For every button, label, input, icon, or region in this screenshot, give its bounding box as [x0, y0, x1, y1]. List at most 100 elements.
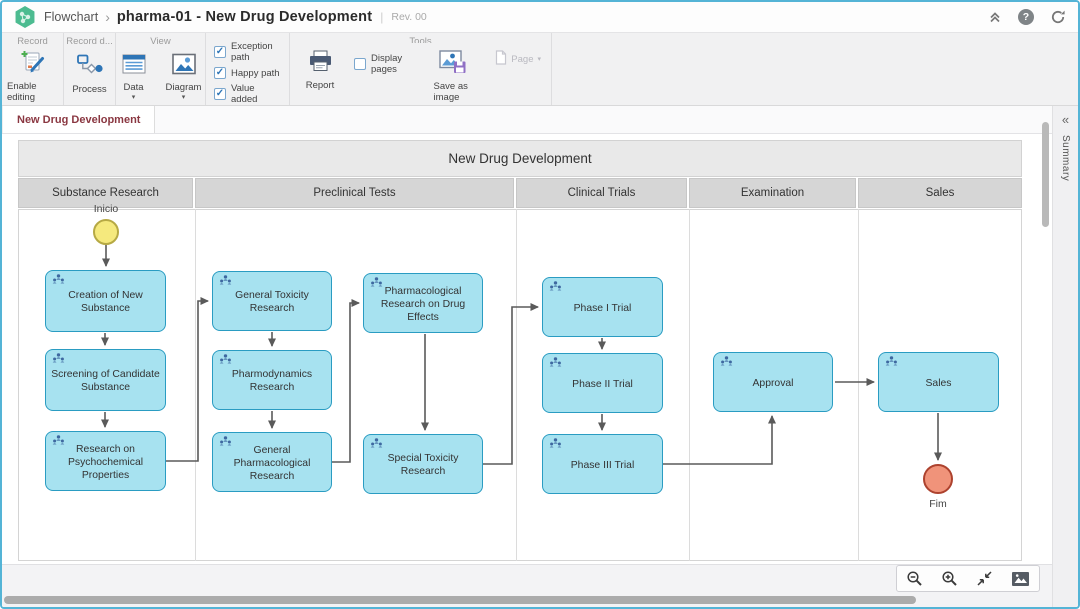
person-icon	[219, 436, 232, 451]
sidebar-expand-icon[interactable]: «	[1061, 112, 1070, 127]
ribbon-group-view: View Data ▾ Diagram ▾	[116, 33, 206, 105]
page-icon	[494, 50, 507, 68]
breadcrumb-separator: ›	[105, 9, 110, 25]
person-icon	[219, 354, 232, 369]
enable-editing-button[interactable]: Enable editing	[2, 47, 63, 105]
task-pharmacological-research-on-drug-effects[interactable]: Pharmacological Research on Drug Effects	[363, 273, 483, 333]
task-label: Pharmacological Research on Drug Effects	[380, 285, 466, 323]
ribbon-spacer	[552, 33, 1078, 105]
pool-title: New Drug Development	[18, 140, 1022, 177]
ribbon-group-tools: Tools Report Display pages Save as im	[290, 33, 552, 105]
save-as-image-label: Save as image	[433, 81, 468, 103]
task-approval[interactable]: Approval	[713, 352, 833, 412]
save-as-image-button[interactable]: Save as image	[429, 46, 479, 105]
ribbon-group-view-label: View	[150, 36, 171, 47]
task-label: Research on Psychochemical Properties	[67, 443, 144, 481]
task-phase-3-trial[interactable]: Phase III Trial	[542, 434, 663, 494]
tab-bar: New Drug Development	[2, 106, 1052, 134]
page-title: pharma-01 - New Drug Development	[116, 9, 373, 25]
value-added-label: Value added	[231, 83, 258, 105]
data-button[interactable]: Data ▾	[115, 50, 153, 102]
task-general-toxicity-research[interactable]: General Toxicity Research	[212, 271, 332, 331]
task-label: General Pharmacological Research	[233, 444, 311, 482]
happy-path-label: Happy path	[231, 67, 280, 79]
data-caret-icon: ▾	[131, 94, 136, 101]
happy-path-checkbox[interactable]: ✓ Happy path	[214, 67, 281, 79]
ribbon: Record Enable editing Record d... Proces…	[2, 32, 1078, 106]
title-divider: |	[380, 10, 384, 24]
process-button[interactable]: Process	[67, 50, 111, 97]
display-pages-checkbox-box	[354, 58, 366, 70]
lane-divider	[689, 209, 690, 561]
task-phase-2-trial[interactable]: Phase II Trial	[542, 353, 663, 413]
data-icon	[120, 52, 148, 80]
diagram-button[interactable]: Diagram ▾	[161, 50, 207, 102]
horizontal-scrollbar[interactable]	[4, 596, 916, 604]
image-view-button[interactable]	[1011, 571, 1030, 587]
task-special-toxicity-research[interactable]: Special Toxicity Research	[363, 434, 483, 494]
task-label: Screening of Candidate Substance	[51, 369, 160, 393]
happy-path-checkmark-icon: ✓	[214, 67, 226, 79]
sidebar-summary-tab[interactable]: Summary	[1060, 135, 1071, 182]
task-screening-of-candidate-substance[interactable]: Screening of Candidate Substance	[45, 349, 166, 411]
ribbon-group-record-detail: Record d... Process	[64, 33, 116, 105]
app-logo-icon	[15, 6, 35, 28]
lane-divider	[516, 209, 517, 561]
lane-header-sales: Sales	[858, 178, 1022, 208]
revision-label: Rev. 00	[391, 11, 427, 23]
task-phase-1-trial[interactable]: Phase I Trial	[542, 277, 663, 337]
person-icon	[370, 277, 383, 292]
page-caret-icon: ▾	[537, 56, 541, 63]
task-label: Phase III Trial	[570, 459, 635, 471]
ribbon-group-record-detail-label: Record d...	[66, 36, 113, 47]
save-as-image-icon	[438, 48, 468, 79]
zoom-in-button[interactable]	[941, 570, 958, 587]
task-research-on-psychochemical-properties[interactable]: Research on Psychochemical Properties	[45, 431, 166, 491]
person-icon	[219, 275, 232, 290]
task-label: Phase II Trial	[572, 378, 633, 390]
tab-new-drug-development[interactable]: New Drug Development	[2, 106, 156, 133]
person-icon	[549, 357, 562, 372]
lane-divider	[195, 209, 196, 561]
exception-path-checkbox[interactable]: ✓ Exception path	[214, 41, 281, 63]
zoom-out-button[interactable]	[906, 570, 923, 587]
person-icon	[52, 435, 65, 450]
diagram-canvas: New Drug Development Substance Research …	[2, 122, 1052, 607]
display-pages-checkbox[interactable]: Display pages	[354, 53, 403, 75]
exception-path-label: Exception path	[231, 41, 273, 63]
ribbon-group-tools-label: Tools	[409, 36, 432, 43]
person-icon	[720, 356, 733, 371]
task-label: General Toxicity Research	[235, 290, 309, 314]
person-icon	[549, 438, 562, 453]
report-label: Report	[305, 80, 335, 91]
diagram-icon	[170, 52, 198, 80]
task-label: Approval	[752, 377, 794, 389]
enable-editing-icon	[19, 49, 47, 79]
task-label: Phase I Trial	[573, 302, 632, 314]
lane-header-clinical-trials: Clinical Trials	[516, 178, 687, 208]
end-event[interactable]	[923, 464, 953, 494]
ribbon-group-record: Record Enable editing	[2, 33, 64, 105]
person-icon	[370, 438, 383, 453]
summary-sidebar: « Summary	[1052, 106, 1078, 607]
task-label: Creation of New Substance	[68, 290, 143, 314]
help-icon[interactable]: ?	[1018, 9, 1034, 25]
value-added-checkbox[interactable]: ✓ Value added	[214, 83, 281, 105]
collapse-header-icon[interactable]	[988, 11, 1002, 23]
task-general-pharmacological-research[interactable]: General Pharmacological Research	[212, 432, 332, 492]
person-icon	[52, 353, 65, 368]
task-label: Sales	[925, 377, 952, 389]
start-event[interactable]	[93, 219, 119, 245]
lane-header-preclinical-tests: Preclinical Tests	[195, 178, 514, 208]
vertical-scrollbar[interactable]	[1042, 122, 1049, 227]
task-pharmodynamics-research[interactable]: Pharmodynamics Research	[212, 350, 332, 410]
task-creation-of-new-substance[interactable]: Creation of New Substance	[45, 270, 166, 332]
process-icon	[75, 52, 104, 82]
person-icon	[52, 274, 65, 289]
report-button[interactable]: Report	[300, 46, 340, 93]
refresh-icon[interactable]	[1050, 9, 1066, 25]
fit-to-screen-button[interactable]	[976, 570, 993, 587]
diagram-caret-icon: ▾	[181, 94, 186, 101]
breadcrumb-app[interactable]: Flowchart	[44, 10, 99, 24]
task-sales[interactable]: Sales	[878, 352, 999, 412]
